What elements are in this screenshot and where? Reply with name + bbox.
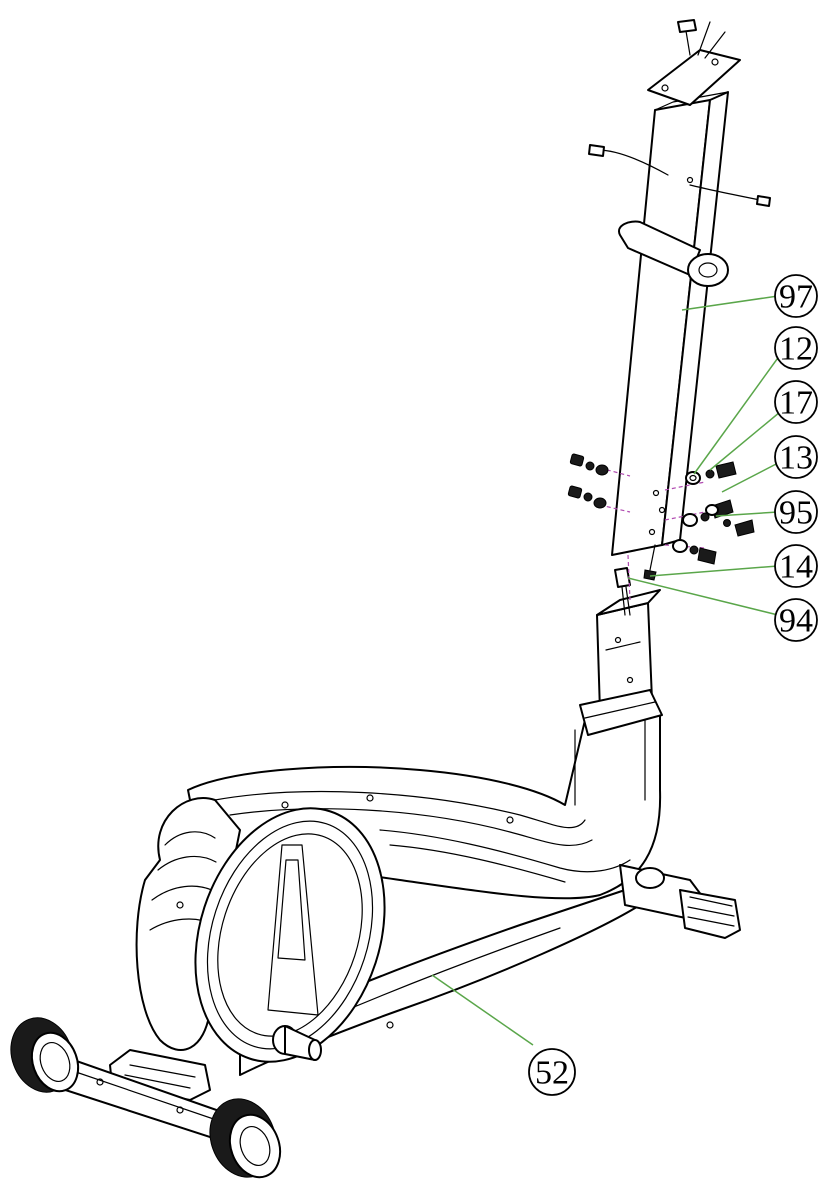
main-frame (109, 704, 741, 1101)
leader-17 (709, 411, 781, 471)
wire-connector (614, 567, 631, 616)
leader-lines (431, 295, 781, 1046)
callout-94: 94 (774, 598, 818, 642)
callout-12: 12 (774, 326, 818, 370)
leader-14 (649, 565, 779, 577)
upright-post (588, 19, 771, 556)
axle-stub (272, 1025, 322, 1061)
leader-13 (721, 461, 781, 493)
callout-label-12: 12 (779, 331, 813, 368)
callout-95: 95 (774, 490, 818, 534)
callout-97: 97 (774, 274, 818, 318)
callout-label-13: 13 (779, 440, 813, 477)
callout-52: 52 (528, 1048, 576, 1096)
right-wheel (209, 1098, 282, 1179)
callout-14: 14 (774, 544, 818, 588)
leader-94 (627, 577, 779, 616)
flywheel-cover-disc (194, 807, 386, 1063)
leader-52 (431, 974, 534, 1046)
fasteners-left (567, 453, 609, 509)
callout-17: 17 (774, 380, 818, 424)
bolt-left-lower (567, 485, 607, 509)
front-stabilizer-tube (10, 1017, 282, 1179)
leader-95 (715, 511, 779, 517)
left-wheel (10, 1017, 80, 1093)
callout-13: 13 (774, 435, 818, 479)
lower-stem-socket (579, 589, 663, 736)
leader-12 (693, 354, 781, 475)
rear-stabilizer (619, 864, 741, 939)
bolt-13-upper (715, 461, 737, 479)
screw-14 (643, 544, 657, 581)
fasteners-right (643, 461, 755, 581)
callout-label-95: 95 (779, 495, 813, 532)
callout-label-17: 17 (779, 385, 813, 422)
bolt-lower-row (672, 539, 717, 565)
spring-washer-17 (705, 469, 715, 479)
washer-12 (685, 471, 701, 485)
bolt-left-upper (569, 453, 609, 476)
washer-95-row (682, 499, 755, 537)
callout-label-52: 52 (535, 1055, 569, 1092)
callout-label-14: 14 (779, 549, 813, 586)
leader-97 (681, 295, 779, 311)
callout-label-94: 94 (779, 603, 813, 640)
callout-label-97: 97 (779, 279, 813, 316)
